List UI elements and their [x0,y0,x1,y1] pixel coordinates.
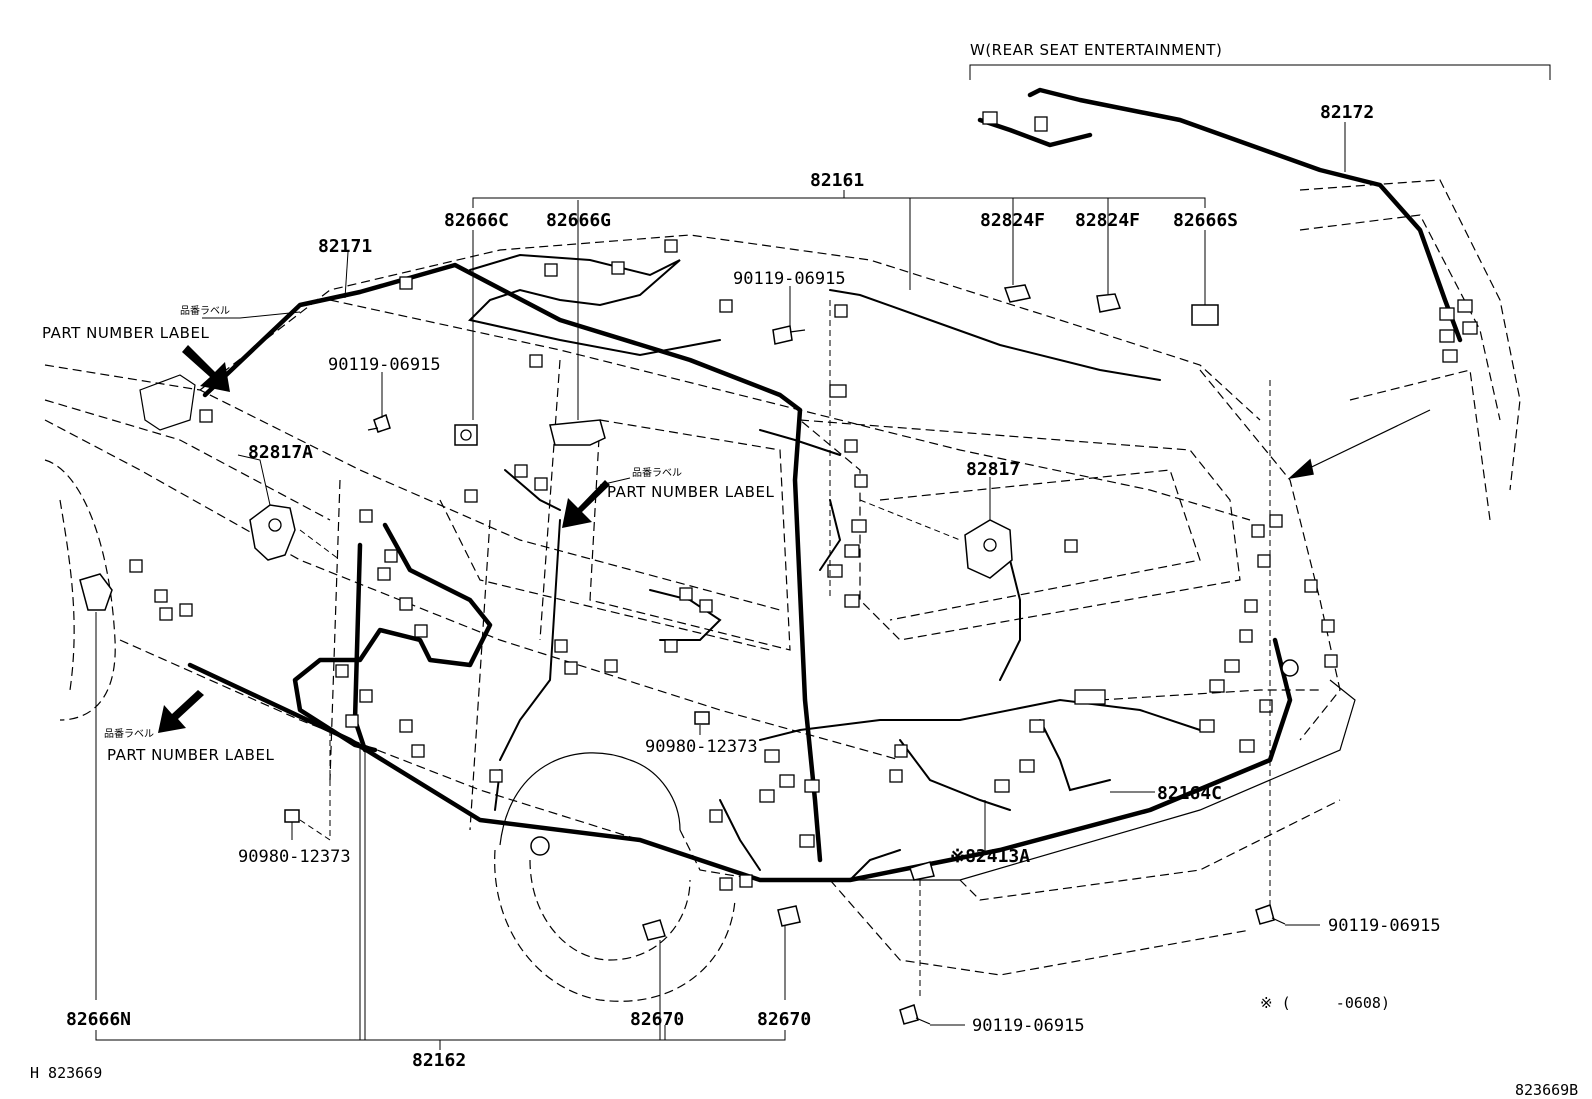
label-82824F-1: 82824F [980,210,1045,231]
part-number-label-3: PART NUMBER LABEL [107,746,274,764]
label-82824F-2: 82824F [1075,210,1140,231]
label-82162: 82162 [412,1050,466,1071]
connectors [129,111,1478,891]
variant-label: W(REAR SEAT ENTERTAINMENT) [970,41,1222,59]
part-number-label-arrows [158,345,610,733]
grommet-90980-a-shape [694,711,710,725]
label-90119-06915-bottom: 90119-06915 [972,1016,1085,1036]
bracket-82666G-shape [549,419,606,446]
label-90119-06915-top: 90119-06915 [733,269,846,289]
clip-82666S-shape [1191,304,1219,326]
clip-82824F-1-shape [1003,284,1032,303]
clip-82670-2-shape [777,905,801,927]
clip-82666N-shape [79,573,113,611]
label-90980-12373-b: 90980-12373 [238,847,351,867]
grommet-90980-b-shape [284,809,300,823]
part-number-label-2: PART NUMBER LABEL [607,483,774,501]
leader-lines [95,64,1551,1050]
part-number-label-jp-3: 品番ラベル [104,728,154,740]
bolt-90119-right-shape [1255,904,1275,925]
label-82670-1: 82670 [630,1009,684,1030]
figure-code: 823669B [1515,1081,1578,1099]
arrow-icon [158,690,204,733]
label-82670-2: 82670 [757,1009,811,1030]
label-82817: 82817 [966,459,1020,480]
clip-82824F-2-shape [1096,293,1121,313]
part-number-label-1: PART NUMBER LABEL [42,324,209,342]
label-90119-06915-right: 90119-06915 [1328,916,1441,936]
wiring-harnesses [187,87,1463,883]
label-82172: 82172 [1320,102,1374,123]
label-90119-06915-left: 90119-06915 [328,355,441,375]
clip-82670-1-shape [642,919,666,941]
label-82161: 82161 [810,170,864,191]
label-82413A: ※82413A [950,846,1030,867]
illustration-id: H 823669 [30,1064,102,1082]
labels: W(REAR SEAT ENTERTAINMENT) 82172 82161 8… [30,41,1578,1099]
part-number-label-jp-1: 品番ラベル [180,305,230,317]
label-82817A: 82817A [248,442,313,463]
label-82666S: 82666S [1173,210,1238,231]
arrow-icon [182,345,230,392]
arrow-icon [562,480,610,528]
part-number-label-jp-2: 品番ラベル [632,467,682,479]
label-82666G: 82666G [546,210,611,231]
label-82666C: 82666C [444,210,509,231]
footnote: ※ ( -0608) [1260,994,1390,1012]
bolt-90119-top-shape [772,325,793,345]
label-82171: 82171 [318,236,372,257]
relay-82817A-shape [249,504,296,561]
bolt-90119-bottom-shape [899,1004,919,1025]
label-82164C: 82164C [1157,783,1222,804]
clip-parts [79,284,1299,1025]
label-82666N: 82666N [66,1009,131,1030]
label-90980-12373-a: 90980-12373 [645,737,758,757]
